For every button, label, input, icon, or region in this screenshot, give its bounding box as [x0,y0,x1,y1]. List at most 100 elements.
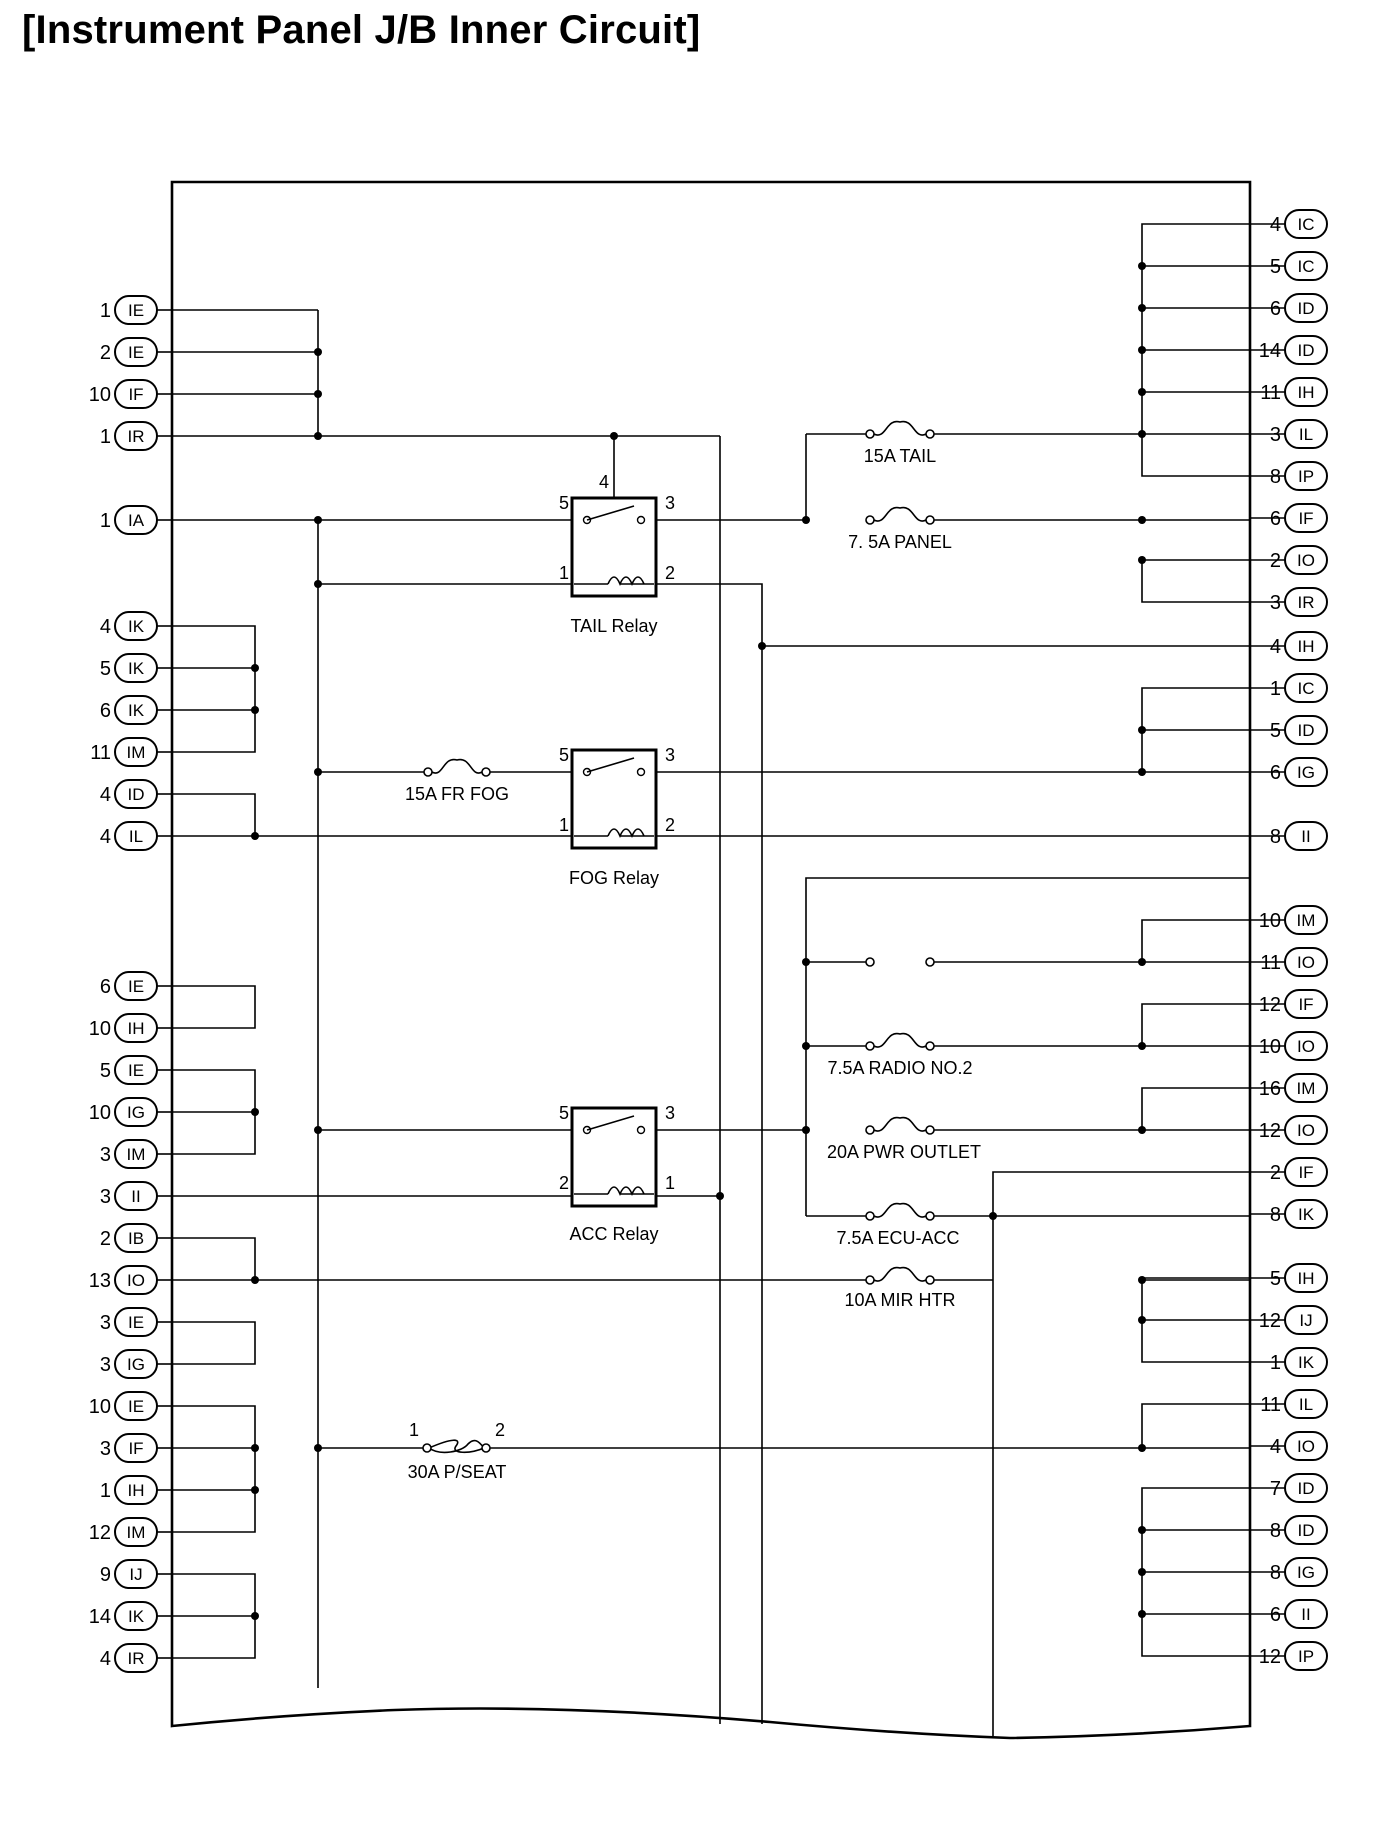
connector-left-10-IG: 10 IG [89,1097,158,1127]
connector-oval [114,1223,158,1253]
junction-dot [1138,1276,1146,1284]
connector-pin-number: 8 [1270,826,1281,848]
connector-pin-number: 12 [89,1522,111,1544]
junction-dot [716,1192,724,1200]
junction-dot [1138,516,1146,524]
connector-code: IG [127,1103,145,1122]
connector-code: IE [128,1061,144,1080]
wire [172,1321,256,1365]
connector-code: IG [1297,1563,1315,1582]
connector-pin-number: 3 [100,1312,111,1334]
connector-pin-number: 5 [1270,256,1281,278]
connector-code: IK [128,659,145,678]
connector-code: IO [1297,1437,1315,1456]
connector-pin-number: 10 [89,1102,111,1124]
connector-pin-number: 2 [100,1228,111,1250]
connector-code: II [131,1187,140,1206]
fuse-label-pwr-outlet: 20A PWR OUTLET [827,1142,981,1162]
connector-code: IE [128,301,144,320]
connector-pin-number: 2 [1270,550,1281,572]
connector-code: IH [128,1481,145,1500]
connector-pin-number: 8 [1270,466,1281,488]
relay-name: FOG Relay [569,868,659,888]
connector-pin-number: 5 [100,658,111,680]
connector-oval [114,505,158,535]
connector-oval [114,821,158,851]
junction-block-outline [170,180,1252,1740]
connector-pin-number: 5 [1270,720,1281,742]
connector-pin-number: 12 [1259,994,1281,1016]
wire [1141,1403,1250,1446]
relay-switch-arm [586,1115,635,1131]
wire [172,1405,256,1533]
connector-code: IL [1299,425,1313,444]
connector-code: IJ [129,1565,142,1584]
fuse-pin-label: 2 [495,1420,505,1440]
connector-oval [1284,1641,1328,1671]
connector-pin-number: 8 [1270,1520,1281,1542]
connector-pin-number: 4 [100,616,111,638]
connector-code: IK [128,1607,145,1626]
connector-code: II [1301,1605,1310,1624]
wire [1141,559,1250,603]
open-contact [925,957,935,967]
fuse-terminal [925,515,935,525]
connector-oval [1284,335,1328,365]
connector-pin-number: 3 [1270,592,1281,614]
connector-oval [1284,1115,1328,1145]
connector-oval [1284,1073,1328,1103]
connector-oval [1284,715,1328,745]
relay-pin-label: 2 [559,1173,569,1193]
connector-oval [114,1307,158,1337]
connector-oval [1284,1389,1328,1419]
wire [172,625,256,753]
junction-dot [314,390,322,398]
connector-oval [1284,947,1328,977]
relay-contact [636,515,646,525]
connector-code: IH [1298,383,1315,402]
connector-pin-number: 4 [100,1648,111,1670]
junction-dot [1138,1526,1146,1534]
connector-oval [1284,631,1328,661]
open-contact [865,957,875,967]
junction-dot [802,1042,810,1050]
connector-code: ID [1298,1521,1315,1540]
junction-dot [1138,388,1146,396]
fuse-terminal [865,1125,875,1135]
connector-code: IO [1297,1121,1315,1140]
junction-dot [610,432,618,440]
junction-dot [1138,556,1146,564]
relay-name: ACC Relay [569,1224,658,1244]
connector-oval [1284,1515,1328,1545]
connector-oval [114,1601,158,1631]
connector-oval [114,779,158,809]
connector-oval [1284,377,1328,407]
connector-code: IJ [1299,1311,1312,1330]
fuse-label-mir-htr: 10A MIR HTR [844,1290,955,1310]
connector-code: IE [128,1313,144,1332]
relay-contact [636,767,646,777]
connector-pin-number: 3 [100,1438,111,1460]
